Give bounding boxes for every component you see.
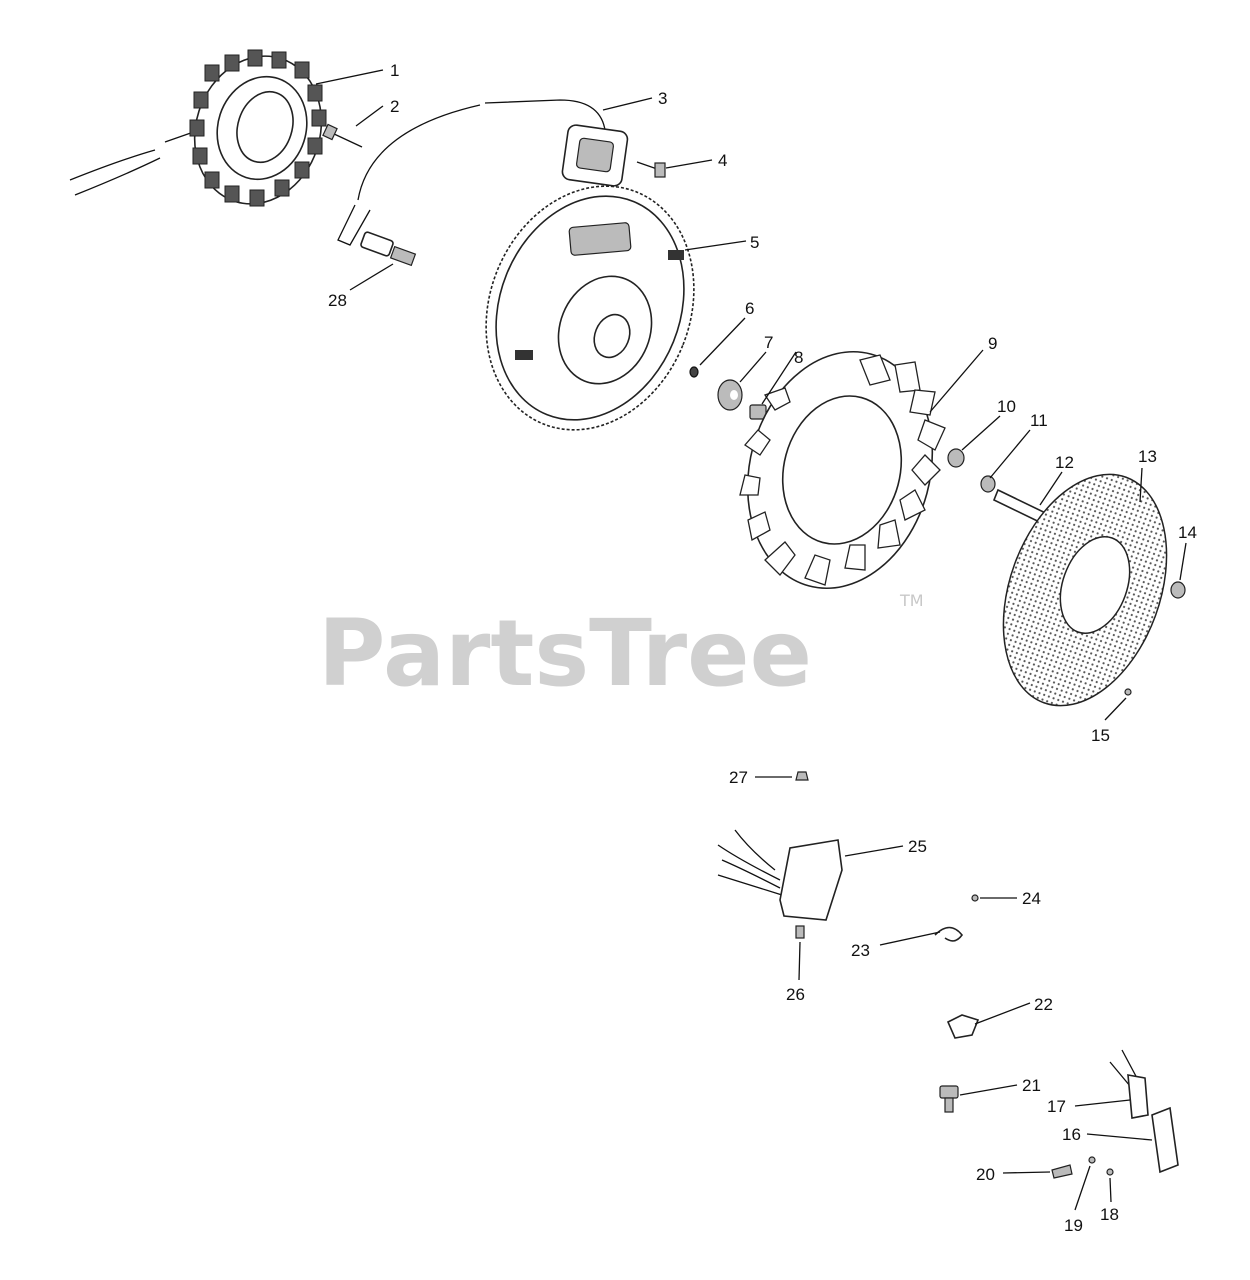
- callout-15: 15: [1091, 726, 1110, 745]
- callouts: 1 2 3 4 5 6 7 8 9 10 11 12 13 14 15 16 1…: [328, 61, 1197, 1235]
- callout-23: 23: [851, 941, 870, 960]
- callout-26: 26: [786, 985, 805, 1004]
- bracket-icon: [946, 1014, 980, 1039]
- watermark-trademark: TM: [899, 591, 924, 610]
- clip-icon: [795, 771, 809, 781]
- callout-25: 25: [908, 837, 927, 856]
- bolt-icon: [322, 123, 363, 148]
- callout-19: 19: [1064, 1216, 1083, 1235]
- pin-icon: [1124, 688, 1132, 696]
- spacer-icon: [947, 448, 965, 468]
- callout-7: 7: [764, 333, 773, 352]
- callout-22: 22: [1034, 995, 1053, 1014]
- flywheel-icon: [485, 185, 695, 431]
- callout-2: 2: [390, 97, 399, 116]
- callout-8: 8: [794, 348, 803, 367]
- callout-24: 24: [1022, 889, 1041, 908]
- callout-12: 12: [1055, 453, 1074, 472]
- callout-9: 9: [988, 334, 997, 353]
- ignition-coil-icon: [337, 99, 629, 246]
- nut-icon: [749, 404, 767, 420]
- callout-11: 11: [1030, 411, 1048, 430]
- callout-13: 13: [1138, 447, 1157, 466]
- callout-28: 28: [328, 291, 347, 310]
- bolt-21-icon: [939, 1085, 959, 1113]
- callout-18: 18: [1100, 1205, 1119, 1224]
- watermark-text: PartsTree: [318, 600, 812, 707]
- washer-icon: [717, 379, 743, 411]
- screw-icon: [636, 161, 666, 178]
- screen-icon: [1002, 473, 1168, 707]
- callout-5: 5: [750, 233, 759, 252]
- key-icon: [689, 366, 699, 378]
- mount-plate-icon: [1151, 1106, 1179, 1174]
- callout-27: 27: [729, 768, 748, 787]
- callout-10: 10: [997, 397, 1016, 416]
- callout-3: 3: [658, 89, 667, 108]
- screw-small-icon: [971, 894, 979, 902]
- callout-17: 17: [1047, 1097, 1066, 1116]
- callout-4: 4: [718, 151, 727, 170]
- callout-21: 21: [1022, 1076, 1041, 1095]
- callout-6: 6: [745, 299, 754, 318]
- callout-leaders: [315, 69, 1187, 1211]
- callout-16: 16: [1062, 1125, 1081, 1144]
- small-hardware-icon: [1051, 1156, 1114, 1179]
- stator-icon: [69, 49, 327, 207]
- callout-1: 1: [390, 61, 399, 80]
- rectifier-icon: [717, 829, 843, 921]
- clamp-icon: [934, 926, 963, 942]
- spark-plug-icon: [360, 231, 417, 267]
- cap-screw-icon: [1170, 581, 1186, 599]
- fan-icon: [739, 350, 946, 590]
- callout-14: 14: [1178, 523, 1197, 542]
- terminal-block-icon: [1109, 1049, 1149, 1119]
- terminal-icon: [795, 925, 805, 939]
- watermark: PartsTree TM: [318, 591, 924, 707]
- lock-washer-icon: [980, 475, 996, 493]
- callout-20: 20: [976, 1165, 995, 1184]
